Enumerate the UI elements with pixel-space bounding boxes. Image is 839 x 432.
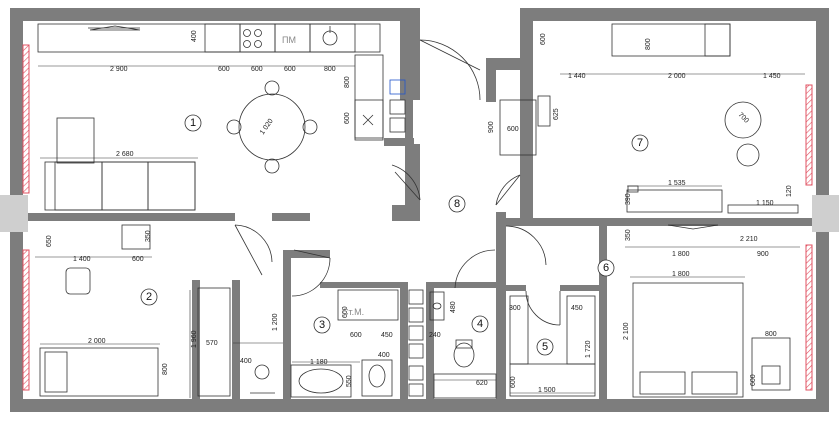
appliance-labels: ПМ Ст.М. (282, 35, 364, 317)
dim-r2-570: 570 (206, 340, 218, 347)
dim-wm-450: 450 (381, 332, 393, 339)
dim-kitchen-total: 2 900 (110, 66, 128, 73)
dimension-lines (35, 65, 805, 398)
dim-r7-1150: 1 150 (756, 200, 774, 207)
washer-label: Ст.М. (342, 307, 364, 317)
dim-k600a: 600 (218, 66, 230, 73)
dim-r5-450: 450 (571, 305, 583, 312)
dim-r5-300: 300 (509, 305, 521, 312)
dim-r7-800v: 800 (645, 38, 652, 50)
dim-r7-120: 120 (786, 185, 793, 197)
dim-r6-2210: 2 210 (740, 236, 758, 243)
room-8-label: 8 (454, 198, 460, 210)
dimension-labels: 2 900 600 600 600 800 400 800 600 1 020 … (46, 30, 793, 394)
windows (0, 195, 839, 232)
dim-r6-2100: 2 100 (623, 322, 630, 340)
room-4-label: 4 (477, 318, 483, 330)
room-7-label: 7 (637, 137, 643, 149)
dim-r7-2000: 2 000 (668, 73, 686, 80)
dim-sofa: 2 680 (116, 151, 134, 158)
dim-r7-700: 700 (737, 111, 750, 124)
dim-r7-1440: 1 440 (568, 73, 586, 80)
dim-wc-480: 480 (450, 301, 457, 313)
dim-k800v: 800 (344, 76, 351, 88)
dim-wc-620: 620 (476, 380, 488, 387)
dim-hall-600: 600 (507, 126, 519, 133)
dim-bath-1200: 1 200 (272, 313, 279, 331)
dim-r7-390: 390 (625, 193, 632, 205)
dim-r7-1535: 1 535 (668, 180, 686, 187)
dim-r6-600: 600 (750, 374, 757, 386)
dim-r5-1720: 1 720 (585, 340, 592, 358)
exterior-walls (10, 8, 829, 412)
dim-k600v: 600 (344, 112, 351, 124)
dim-bed2-w: 2 000 (88, 338, 106, 345)
doors (234, 39, 561, 326)
dim-r2-1400: 1 400 (73, 256, 91, 263)
dim-r6-900: 900 (757, 251, 769, 258)
dim-r6-1800a: 1 800 (672, 251, 690, 258)
dim-k400v: 400 (191, 30, 198, 42)
dim-bath-400b: 400 (378, 352, 390, 359)
dim-r2-650: 650 (46, 235, 53, 247)
dim-k600c: 600 (284, 66, 296, 73)
furniture (37, 23, 799, 399)
dim-table: 1 020 (259, 118, 275, 136)
dim-r6-1800b: 1 800 (672, 271, 690, 278)
dim-r7-600v: 600 (540, 33, 547, 45)
dim-r6-350: 350 (625, 229, 632, 241)
room-3-label: 3 (319, 319, 325, 331)
dim-r7-1450: 1 450 (763, 73, 781, 80)
room-1-label: 1 (190, 117, 196, 129)
dim-r6-800: 800 (765, 331, 777, 338)
dishwasher-label: ПМ (282, 35, 296, 45)
dim-hall-900: 900 (488, 121, 495, 133)
dim-r5-600: 600 (510, 376, 517, 388)
dim-bed2-h: 800 (162, 363, 169, 375)
dim-r2-600: 600 (132, 256, 144, 263)
dim-bath-550: 550 (346, 375, 353, 387)
room-6-label: 6 (603, 262, 609, 274)
dim-r5-1500: 1 500 (538, 387, 556, 394)
dim-hall-625: 625 (553, 108, 560, 120)
room-2-label: 2 (146, 291, 152, 303)
dim-wm-600v: 600 (342, 306, 349, 318)
dim-k800: 800 (324, 66, 336, 73)
dim-wc-240: 240 (429, 332, 441, 339)
dim-r2-1960: 1 960 (191, 330, 198, 348)
dim-wm-600: 600 (350, 332, 362, 339)
dim-k600b: 600 (251, 66, 263, 73)
dim-r2-350: 350 (145, 230, 152, 242)
room-numbers: 1 2 3 4 5 6 7 8 (140, 114, 649, 356)
dim-bath-400a: 400 (240, 358, 252, 365)
room-5-label: 5 (542, 341, 548, 353)
radiators (22, 44, 813, 391)
dim-bath-1180: 1 180 (310, 359, 328, 366)
